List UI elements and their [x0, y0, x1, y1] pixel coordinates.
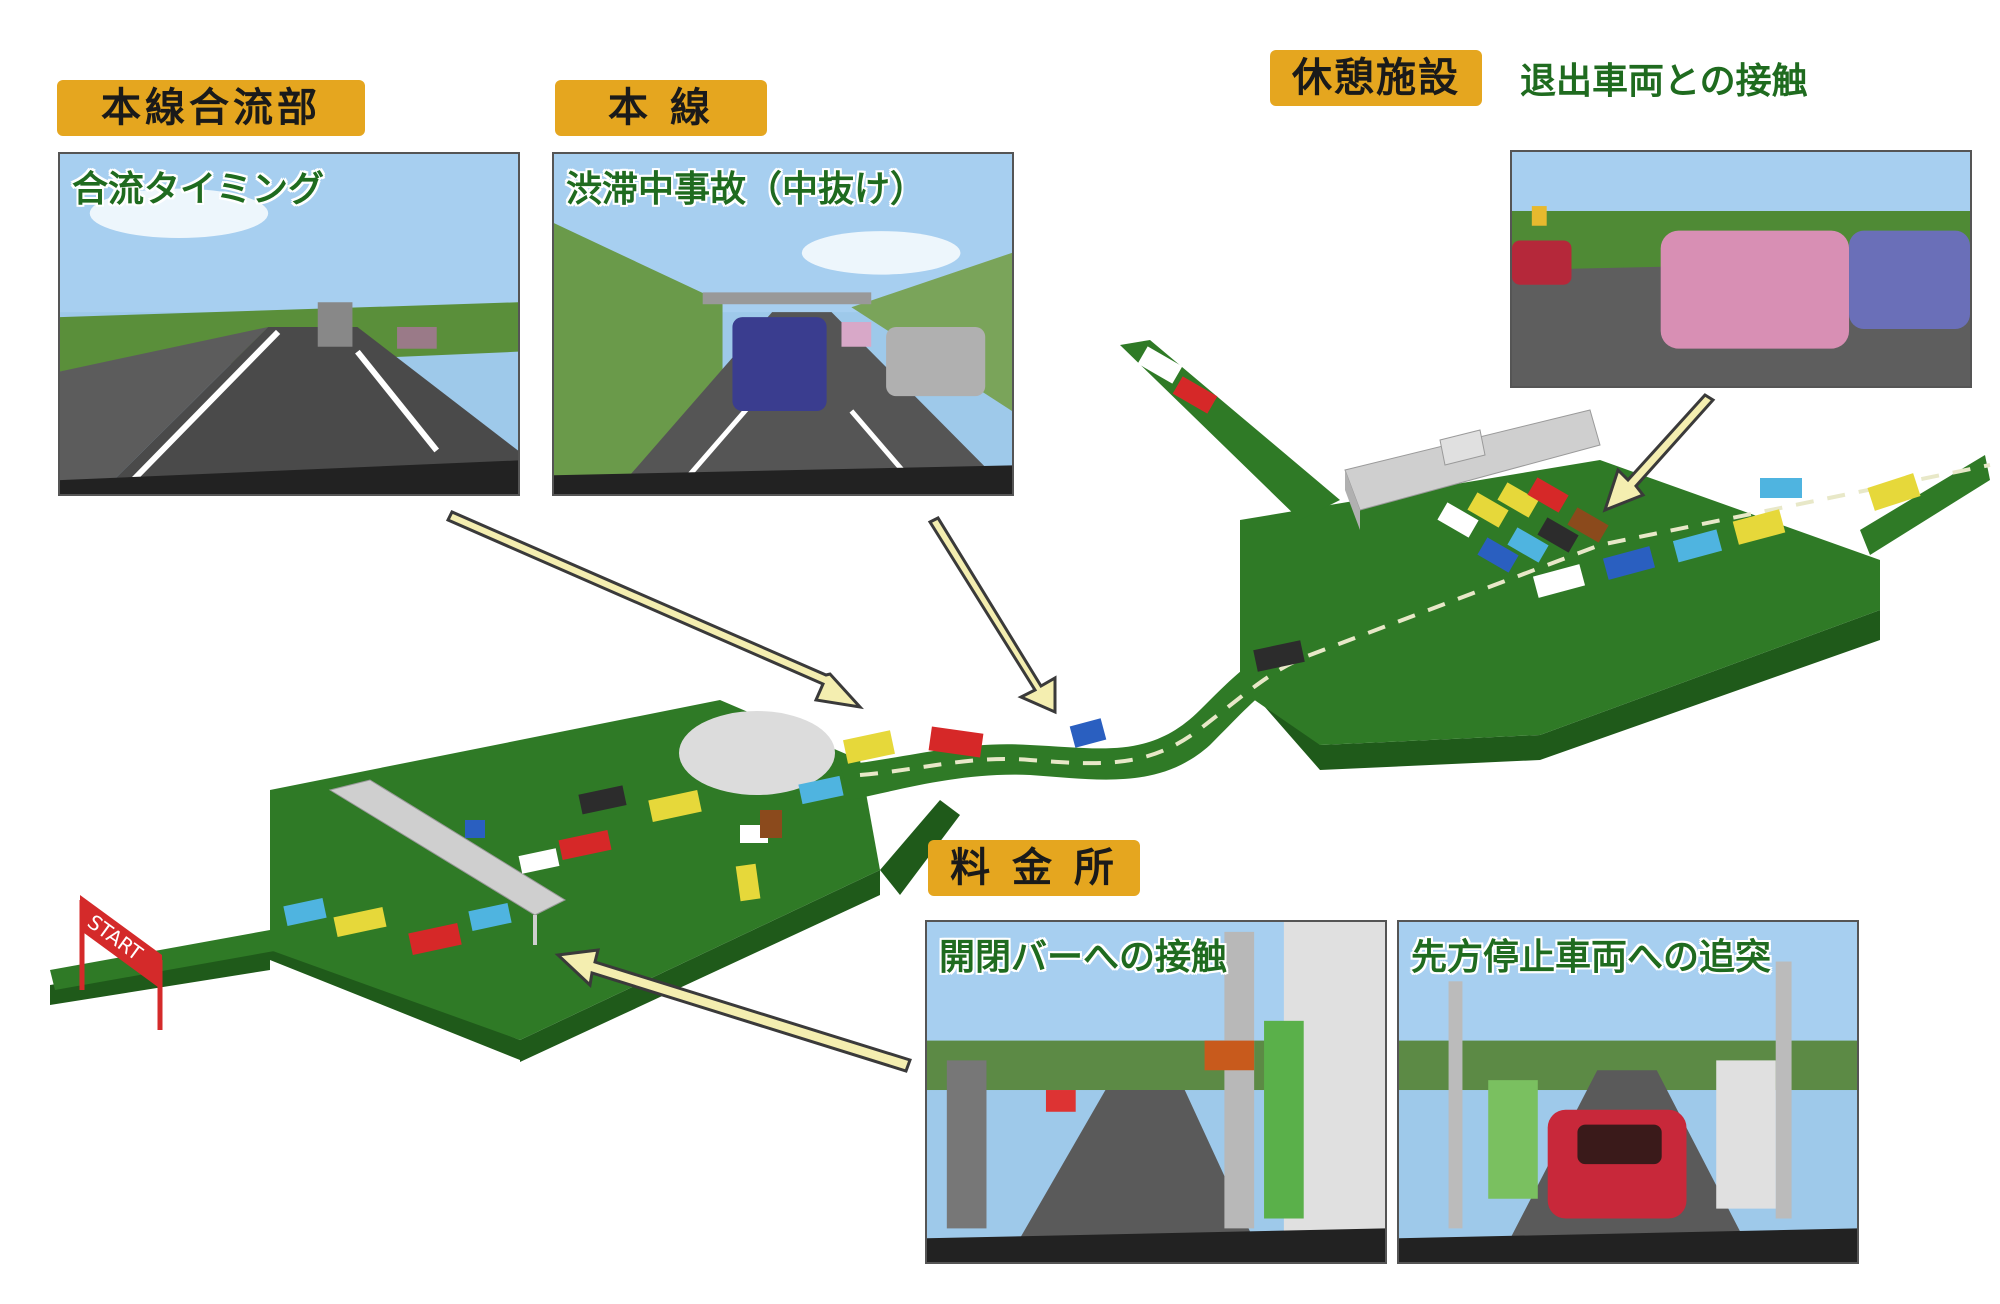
caption-mainline: 渋滞中事故（中抜け）	[566, 169, 927, 210]
caption-rest: 退出車両との接触	[1520, 61, 1808, 102]
section-tag-tollgate: 料 金 所	[928, 840, 1140, 896]
scene-toll-rear-end: 先方停止車両への追突	[1397, 920, 1859, 1264]
rest-area-building-icon	[1344, 409, 1601, 530]
scene-mainline-jam: 渋滞中事故（中抜け）	[552, 152, 1014, 496]
arrow-rest	[1602, 393, 1716, 513]
start-sign-icon	[79, 895, 163, 1030]
tunnel-ellipse-icon	[679, 711, 835, 795]
lane-dash-line	[859, 463, 1991, 777]
caption-merge: 合流タイミング	[72, 169, 325, 210]
scene-rest-exit	[1510, 150, 1972, 388]
caption-toll-rear-end: 先方停止車両への追突	[1411, 937, 1772, 978]
toy-car-icons	[283, 346, 1921, 955]
arrow-tollgate	[554, 948, 912, 1073]
arrow-mainline	[927, 516, 1057, 715]
arrow-merge	[445, 510, 864, 710]
section-tag-mainline: 本 線	[555, 80, 767, 136]
caption-toll-bar: 開閉バーへの接触	[939, 937, 1228, 978]
scene-merge-timing: 合流タイミング	[58, 152, 520, 496]
section-tag-rest: 休憩施設	[1270, 50, 1482, 106]
pointer-arrow-icons	[445, 393, 1716, 1073]
toll-booth-building-icon	[328, 779, 567, 916]
section-tag-merge: 本線合流部	[57, 80, 365, 136]
scene-toll-bar: 開閉バーへの接触	[925, 920, 1387, 1264]
